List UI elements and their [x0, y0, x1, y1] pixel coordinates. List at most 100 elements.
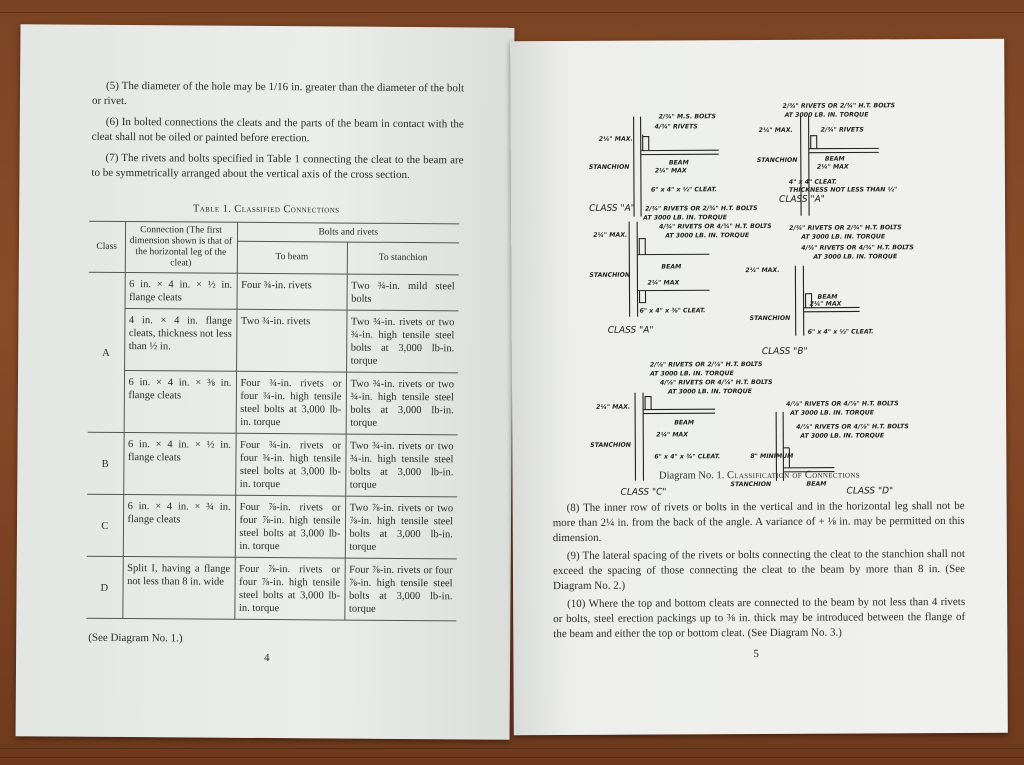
label-stanchion: STANCHION: [589, 272, 630, 279]
paragraph-5: (5) The diameter of the hole may be 1/16…: [91, 79, 465, 108]
label-class-a: CLASS "A": [608, 326, 654, 336]
label-max: 2¼" MAX: [810, 301, 843, 308]
label-stanchion: STANCHION: [590, 442, 631, 449]
caption-text: Classification of Connections: [726, 469, 860, 482]
to-beam-cell: Four ⅞-in. rivets or four ⅞-in. high ten…: [234, 557, 345, 621]
caption-prefix: Diagram No. 1.: [658, 470, 725, 482]
label-torque: AT 3000 LB. IN. TORQUE: [799, 432, 885, 439]
to-stanchion-cell: Two ¾-in. mild steel bolts: [346, 274, 459, 311]
class-b-detail: [794, 265, 860, 336]
label-stanchion: STANCHION: [730, 481, 771, 488]
label-rivets-or-bolts: 4/⅞" RIVETS OR 4/⅞" H.T. BOLTS: [660, 379, 773, 387]
header-bolts-and-rivets: Bolts and rivets: [236, 222, 460, 243]
label-class-a: CLASS "A": [779, 195, 825, 205]
to-beam-cell: Four ¾-in. rivets or four ¾-in. high ten…: [235, 371, 347, 435]
connection-cell: 4 in. × 4 in. flange cleats, thickness n…: [124, 308, 237, 372]
connection-cell: 6 in. × 4 in. × ½ in. flange cleats: [123, 432, 236, 496]
label-max: 2¼" MAX: [656, 431, 689, 438]
label-torque: AT 3000 LB. IN. TORQUE: [789, 409, 875, 416]
label-class-d: CLASS "D": [847, 486, 894, 496]
connection-cell: Split I, having a flange not less than 8…: [122, 556, 235, 620]
to-beam-cell: Two ¾-in. rivets: [236, 309, 347, 373]
table-title: Table 1. Classified Connections: [192, 203, 340, 216]
paragraph-10: (10) Where the top and bottom cleats are…: [553, 595, 966, 641]
label-rivets-or-bolts: 4/¾" RIVETS OR 4/¾" H.T. BOLTS: [659, 223, 772, 231]
label-stanchion: STANCHION: [589, 164, 630, 171]
table-row: 6 in. × 4 in. × ⅜ in. flange cleats Four…: [88, 370, 459, 435]
label-rivets: 4/¾" RIVETS: [655, 123, 699, 130]
label-beam: BEAM: [825, 156, 846, 163]
label-max: 2¼" MAX.: [759, 127, 793, 134]
to-beam-cell: Four ¾-in. rivets: [236, 273, 347, 311]
label-torque: AT 3000 LB. IN. TORQUE: [667, 388, 753, 395]
connection-cell: 6 in. × 4 in. × ⅜ in. flange cleats: [123, 370, 237, 434]
label-beam: BEAM: [674, 419, 695, 426]
label-class-a: CLASS "A": [589, 204, 635, 214]
to-beam-cell: Four ¾-in. rivets or four ¾-in. high ten…: [235, 433, 346, 497]
label-beam: BEAM: [661, 263, 682, 270]
page-number-right: 5: [753, 648, 759, 661]
label-torque: AT 3000 LB. IN. TORQUE: [649, 370, 735, 377]
paragraph-9: (9) The lateral spacing of the rivets or…: [552, 547, 965, 593]
left-page: (5) The diameter of the hole may be 1/16…: [15, 24, 515, 740]
label-torque: AT 3000 LB. IN. TORQUE: [812, 253, 898, 260]
label-max: 2¼" MAX.: [599, 136, 633, 143]
class-a-detail-1: [633, 116, 719, 217]
paragraph-8: (8) The inner row of rivets or bolts in …: [552, 499, 965, 545]
label-cleat: 6" x 4" x ⅜" CLEAT.: [640, 307, 706, 314]
label-max: 2¼" MAX.: [745, 267, 779, 274]
class-cell: A: [87, 272, 125, 433]
connection-diagram: 2/¾" M.S. BOLTS 4/¾" RIVETS 2¼" MAX. STA…: [589, 102, 915, 497]
label-stanchion: STANCHION: [750, 315, 791, 322]
to-stanchion-cell: Two ¾-in. rivets or two ¾-in. high tensi…: [345, 372, 459, 435]
to-stanchion-cell: Two ¾-in. rivets or two ¾-in. high tensi…: [346, 310, 459, 373]
label-max: 2¼" MAX.: [593, 232, 627, 239]
connection-cell: 6 in. × 4 in. × ¾ in. flange cleats: [122, 494, 236, 558]
label-rivets-or-bolts: 2/¾" RIVETS OR 2/¾" H.T. BOLTS: [645, 205, 758, 213]
label-beam: BEAM: [806, 481, 827, 488]
header-to-stanchion: To stanchion: [346, 242, 459, 275]
label-class-b: CLASS "B": [762, 347, 808, 357]
class-c-detail: [634, 392, 716, 481]
label-max: 2¼" MAX.: [596, 404, 630, 411]
label-beam: BEAM: [669, 159, 690, 166]
label-max: 2¼" MAX: [647, 279, 680, 286]
label-rivets-or-bolts: 4/⅞" RIVETS OR 4/⅞" H.T. BOLTS: [796, 423, 909, 431]
class-d-detail: [775, 411, 835, 481]
table-footnote: (See Diagram No. 1.): [88, 631, 183, 645]
class-cell: C: [86, 494, 124, 557]
page-number-left: 4: [264, 652, 270, 665]
label-rivets: 2/¾" RIVETS: [821, 126, 865, 133]
label-stanchion: STANCHION: [757, 157, 798, 164]
class-cell: D: [86, 556, 123, 619]
paragraph-7: (7) The rivets and bolts specified in Ta…: [91, 151, 464, 182]
connection-cell: 6 in. × 4 in. × ½ in. flange cleats: [124, 272, 237, 310]
table-row: D Split I, having a flange not less than…: [86, 556, 457, 621]
table-row: 4 in. × 4 in. flange cleats, thickness n…: [88, 308, 459, 373]
class-a-detail-3: [628, 221, 710, 317]
label-max: 2¼" MAX: [817, 164, 850, 171]
header-to-beam: To beam: [236, 241, 347, 275]
label-cleat: 6" x 4" x ½" CLEAT.: [808, 327, 874, 335]
to-stanchion-cell: Two ¾-in. rivets or two ¾-in. high tensi…: [345, 434, 458, 497]
label-class-c: CLASS "C": [621, 487, 667, 497]
label-rivets-or-bolts: 4/¾" RIVETS OR 4/¾" H.T. BOLTS: [801, 244, 914, 252]
label-cleat: 4" x 4" CLEAT.: [789, 179, 837, 186]
label-beam: BEAM: [818, 294, 839, 301]
label-torque: AT 3000 LB. IN. TORQUE: [800, 233, 886, 240]
diagram-caption: Diagram No. 1. Classification of Connect…: [512, 469, 1006, 483]
label-cleat: 6" x 4" x ¾" CLEAT.: [654, 453, 720, 460]
class-a-detail-2: [800, 115, 879, 216]
to-stanchion-cell: Four ⅞-in. rivets or four ⅞-in. high ten…: [344, 558, 457, 621]
table-row: A 6 in. × 4 in. × ½ in. flange cleats Fo…: [87, 272, 459, 433]
paragraph-6: (6) In bolted connections the cleats and…: [91, 115, 464, 145]
header-class: Class: [88, 221, 126, 273]
table-row: C 6 in. × 4 in. × ¾ in. flange cleats Fo…: [86, 494, 458, 559]
label-thickness: THICKNESS NOT LESS THAN ½": [789, 185, 897, 194]
label-rivets-or-bolts: 2/¾" RIVETS OR 2/¾" H.T. BOLTS: [789, 224, 902, 232]
label-torque: AT 3000 LB. IN. TORQUE: [642, 214, 728, 221]
to-stanchion-cell: Two ⅞-in. rivets or two ⅞-in. high tensi…: [344, 496, 458, 559]
label-max: 2¼" MAX: [655, 167, 688, 174]
label-torque: AT 3000 LB. IN. TORQUE: [664, 232, 750, 239]
right-page: 2/¾" M.S. BOLTS 4/¾" RIVETS 2¼" MAX. STA…: [510, 38, 1008, 736]
